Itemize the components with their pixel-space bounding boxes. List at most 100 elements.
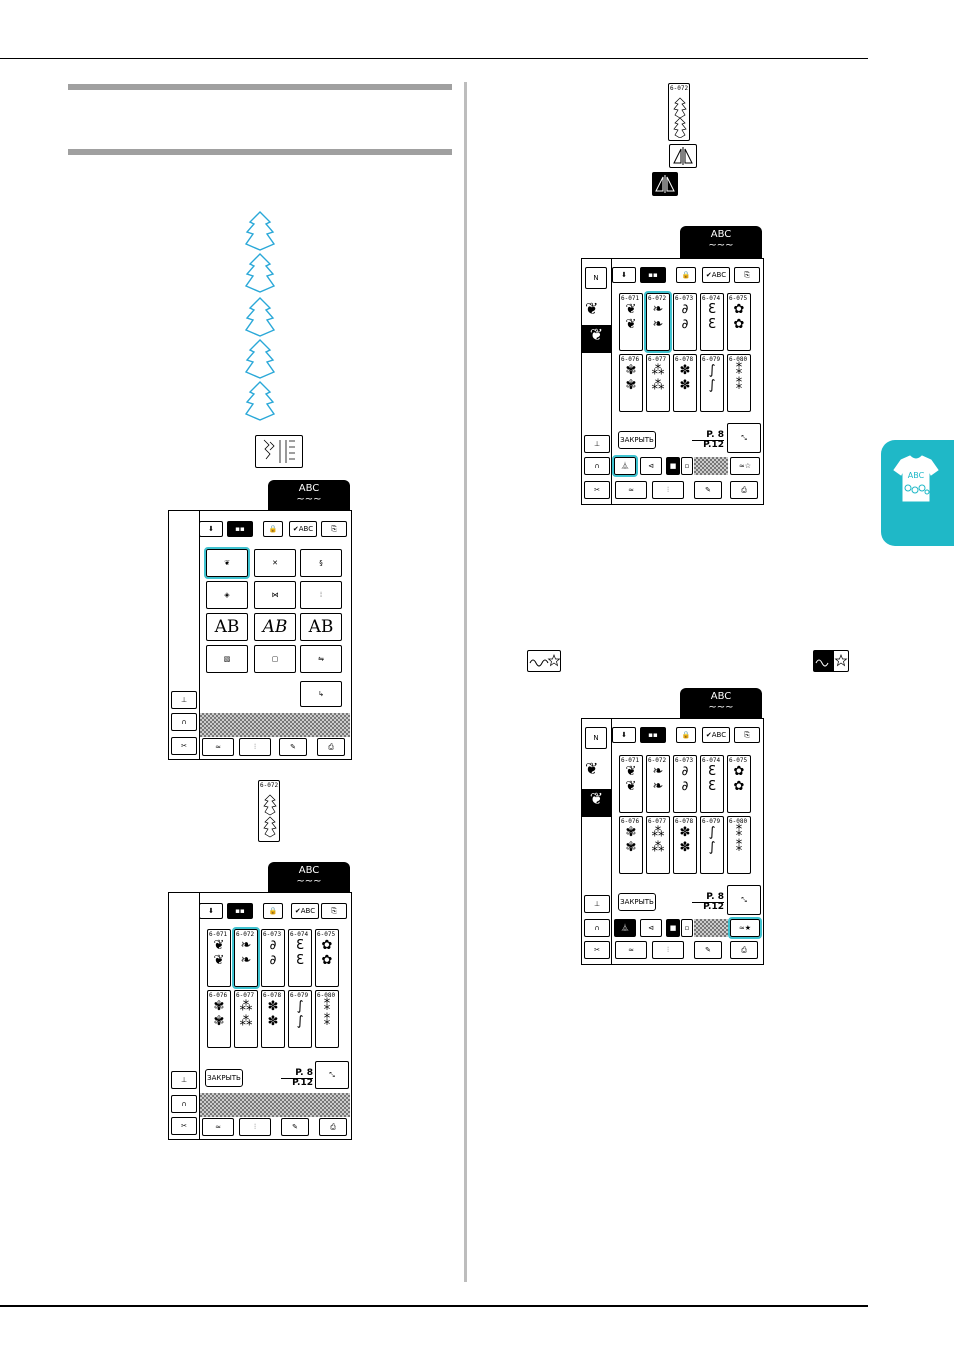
usb-button[interactable]: ⇋ [300, 645, 342, 673]
mirror-active-button[interactable] [652, 172, 678, 196]
pattern-cell-6-076[interactable]: 6-076✾ ✾ [207, 990, 231, 1048]
leaf-thumb[interactable]: ❦ [585, 301, 599, 318]
leaf-thumb-selected[interactable]: ❦ [582, 325, 611, 353]
stitch-type-icon[interactable]: ≈ [202, 738, 234, 756]
size-icon[interactable]: ▫ [681, 919, 693, 937]
needle-button[interactable]: ⬇ [199, 521, 223, 537]
lock-icon[interactable]: 🔒 [676, 267, 696, 283]
color-icon[interactable]: ■ [666, 919, 680, 937]
reverse-icon[interactable]: ∩ [584, 457, 610, 475]
mode-button[interactable]: ▪▪ [640, 727, 666, 743]
pattern-cell-6-078[interactable]: 6-078✽ ✽ [673, 354, 697, 412]
close-button[interactable]: ЗАКРЫТЬ [618, 893, 656, 911]
mirror-button[interactable]: ⏅ [612, 455, 638, 477]
map-button[interactable]: ▧ [206, 645, 248, 673]
pattern-cell-6-078[interactable]: 6-078✽ ✽ [673, 816, 697, 874]
pattern-cell-6-075[interactable]: 6-075✿ ✿ [727, 755, 751, 813]
pattern-cell-6-077[interactable]: 6-077⁂ ⁂ [646, 354, 670, 412]
pattern-cell-6-071[interactable]: 6-071❦ ❦ [619, 293, 643, 351]
pattern-cell-6-075[interactable]: 6-075✿ ✿ [315, 929, 339, 987]
save-icon[interactable]: ⎙ [730, 481, 758, 499]
close-button[interactable]: ЗАКРЫТЬ [205, 1069, 243, 1087]
font-block-button[interactable]: AB [206, 613, 248, 641]
lock-icon[interactable]: 🔒 [263, 903, 283, 919]
pattern-cell-6-077[interactable]: 6-077⁂ ⁂ [234, 990, 258, 1048]
stitch-type-icon[interactable]: ≈ [202, 1118, 234, 1136]
scissors-icon[interactable]: ✂ [584, 941, 610, 959]
presser-foot-icon[interactable]: ⊥ [584, 435, 610, 453]
mirror-button[interactable] [669, 144, 697, 168]
pattern-cell-6-076[interactable]: 6-076✾ ✾ [619, 816, 643, 874]
repeat-star-active-button[interactable]: ≈★ [728, 917, 762, 939]
edit-icon[interactable]: ✎ [694, 481, 722, 499]
pattern-cell-6-079[interactable]: 6-079∫ ∫ [700, 354, 724, 412]
foot-n-icon[interactable]: N [585, 267, 607, 289]
mirror-active-button[interactable]: ⏅ [614, 919, 636, 937]
page-arrows[interactable]: ⤡ [727, 885, 761, 915]
scissors-icon[interactable]: ✂ [584, 481, 610, 499]
edit-icon[interactable]: ✎ [279, 738, 307, 756]
pattern-cell-6-072[interactable]: 6-072❧ ❧ [644, 291, 672, 353]
pattern-6-072-key[interactable]: 6-072 [258, 780, 280, 842]
pattern-cell-6-073[interactable]: 6-073∂ ∂ [673, 755, 697, 813]
edit-icon[interactable]: ✎ [281, 1118, 309, 1136]
abc-check-button[interactable]: ✔ABC [291, 903, 319, 919]
swirl-button[interactable]: § [300, 549, 342, 577]
pattern-cell-6-071[interactable]: 6-071❦ ❦ [619, 755, 643, 813]
font-outline-button[interactable]: AB [300, 613, 342, 641]
pattern-cell-6-077[interactable]: 6-077⁂ ⁂ [646, 816, 670, 874]
pattern-cell-6-073[interactable]: 6-073∂ ∂ [673, 293, 697, 351]
thread-icon[interactable]: ⫶ [239, 738, 271, 756]
thread-icon[interactable]: ⫶ [239, 1118, 271, 1136]
pattern-cell-6-072[interactable]: 6-072❧ ❧ [646, 755, 670, 813]
stitch-dir-icon[interactable]: ⊲ [640, 919, 662, 937]
pattern-cell-6-079[interactable]: 6-079∫ ∫ [700, 816, 724, 874]
memory-icon[interactable]: ⎘ [321, 903, 347, 919]
pattern-cell-6-075[interactable]: 6-075✿ ✿ [727, 293, 751, 351]
pattern-cell-6-080[interactable]: 6-080⁑ ⁑ [315, 990, 339, 1048]
stitch-type-icon[interactable]: ≈ [615, 941, 647, 959]
color-icon[interactable]: ■ [666, 457, 680, 475]
pattern-cell-6-080[interactable]: 6-080⁑ ⁑ [727, 816, 751, 874]
thread-icon[interactable]: ⫶ [652, 481, 684, 499]
page-arrows[interactable]: ⤡ [315, 1061, 349, 1089]
repeat-star-key[interactable] [527, 650, 561, 672]
cross-stitch-button[interactable]: ✕ [254, 549, 296, 577]
leaf-category-button[interactable]: ❦ [204, 547, 250, 579]
mode-button[interactable]: ▪▪ [227, 521, 253, 537]
memory-icon[interactable]: ⎘ [734, 267, 760, 283]
save-icon[interactable]: ⎙ [319, 1118, 347, 1136]
mode-button[interactable]: ▪▪ [227, 903, 253, 919]
scissors-icon[interactable]: ✂ [171, 737, 197, 755]
abc-check-button[interactable]: ✔ABC [702, 727, 730, 743]
pattern-cell-6-079[interactable]: 6-079∫ ∫ [288, 990, 312, 1048]
stitch-type-icon[interactable]: ≈ [615, 481, 647, 499]
presser-foot-icon[interactable]: ⊥ [584, 895, 610, 913]
decorative-category-button[interactable] [255, 435, 303, 468]
lock-icon[interactable]: 🔒 [676, 727, 696, 743]
presser-foot-icon[interactable]: ⊥ [171, 1071, 197, 1089]
reverse-icon[interactable]: ∩ [171, 713, 197, 731]
reverse-icon[interactable]: ∩ [584, 919, 610, 937]
foot-n-icon[interactable]: N [585, 727, 607, 749]
abc-check-button[interactable]: ✔ABC [702, 267, 730, 283]
pattern-6-072-key-right[interactable]: 6-072 [668, 83, 690, 141]
leaf-thumb[interactable]: ❦ [585, 761, 599, 778]
needle-button[interactable]: ⬇ [612, 727, 636, 743]
memory-icon[interactable]: ⎘ [321, 521, 347, 537]
abc-check-button[interactable]: ✔ABC [289, 521, 317, 537]
zigzag-button[interactable]: ⋈ [254, 581, 296, 609]
scissors-icon[interactable]: ✂ [171, 1117, 197, 1135]
scallop-button[interactable]: ◈ [206, 581, 248, 609]
pattern-cell-6-073[interactable]: 6-073∂ ∂ [261, 929, 285, 987]
pocket-button[interactable]: ▢ [254, 645, 296, 673]
repeat-star-active-key[interactable] [813, 650, 849, 672]
save-icon[interactable]: ⎙ [730, 941, 758, 959]
save-icon[interactable]: ⎙ [317, 738, 345, 756]
custom-stitch-button[interactable]: ↳ [300, 681, 342, 707]
thread-icon[interactable]: ⫶ [652, 941, 684, 959]
pattern-cell-6-080[interactable]: 6-080⁑ ⁑ [727, 354, 751, 412]
satin-button[interactable]: ⦙ [300, 581, 342, 609]
